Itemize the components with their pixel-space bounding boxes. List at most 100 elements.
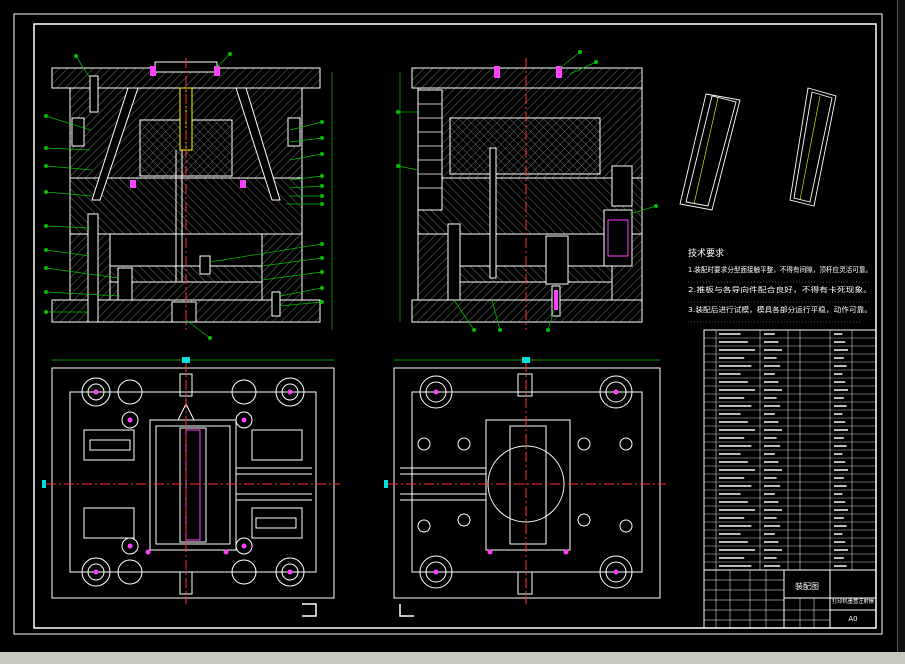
bom-cell-text-mark xyxy=(834,493,843,495)
bom-cell-text-mark xyxy=(764,373,775,375)
bom-cell-text-mark xyxy=(834,413,843,415)
bom-cell-text-mark xyxy=(764,381,779,383)
bom-cell-text-mark xyxy=(764,493,775,495)
bom-cell-text-mark xyxy=(719,477,745,479)
bom-cell-text-mark xyxy=(764,485,781,487)
fixed-half-plan-view xyxy=(384,357,666,617)
bom-cell-text-mark xyxy=(764,333,775,335)
bom-cell-text-mark xyxy=(764,557,777,559)
bom-cell-text-mark xyxy=(719,453,741,455)
bom-cell-text-mark xyxy=(764,461,779,463)
bom-cell-text-mark xyxy=(764,429,782,431)
part-isometric-views xyxy=(679,87,837,211)
bom-cell-text-mark xyxy=(719,357,745,359)
bom-cell-text-mark xyxy=(719,541,748,543)
title-block-drawing-title: 打印机墨盒注射模 xyxy=(832,597,874,605)
bom-cell-text-mark xyxy=(764,437,777,439)
bom-cell-text-mark xyxy=(719,461,748,463)
bom-cell-text-mark xyxy=(719,509,755,511)
bom-cell-text-mark xyxy=(764,405,781,407)
bom-cell-text-mark xyxy=(719,469,755,471)
bom-cell-text-mark xyxy=(719,341,748,343)
bom-cell-text-mark xyxy=(719,485,752,487)
bom-cell-text-mark xyxy=(834,485,847,487)
bom-cell-text-mark xyxy=(834,461,846,463)
bom-cell-text-mark xyxy=(834,373,843,375)
bom-cell-text-mark xyxy=(834,469,848,471)
bom-cell-text-mark xyxy=(764,469,782,471)
bom-cell-text-mark xyxy=(834,533,843,535)
bom-cell-text-mark xyxy=(764,365,781,367)
bom-cell-text-mark xyxy=(834,477,844,479)
front-section-view xyxy=(44,52,333,340)
sheet-inner-border xyxy=(33,23,877,629)
bom-cell-text-mark xyxy=(834,453,843,455)
bom-cell-text-mark xyxy=(764,453,775,455)
bom-cell-text-mark xyxy=(764,389,782,391)
tech-note-2: 2.推板与各导向件配合良好，不得有卡死现象。 xyxy=(688,285,872,294)
bom-cell-text-mark xyxy=(764,501,779,503)
bom-cell-text-mark xyxy=(834,365,847,367)
bom-cell-text-mark xyxy=(834,549,848,551)
bom-cell-text-mark xyxy=(719,557,745,559)
bom-cell-text-mark xyxy=(834,341,846,343)
bom-cell-text-mark xyxy=(764,421,779,423)
mold-assembly-drawing: 技术要求 1.装配时要求分型面接触平整，不得有间隙，顶杆应灵活可靠。 2.推板与… xyxy=(13,13,883,635)
bom-cell-text-mark xyxy=(719,437,745,439)
bom-cell-text-mark xyxy=(834,397,844,399)
sheet-outer-border xyxy=(13,13,883,635)
bom-cell-text-mark xyxy=(764,525,781,527)
bill-of-materials-table xyxy=(703,329,877,571)
bom-cell-text-mark xyxy=(764,565,781,567)
bom-cell-text-mark xyxy=(834,541,846,543)
bom-cell-text-mark xyxy=(834,405,847,407)
bom-cell-text-mark xyxy=(834,557,844,559)
bom-cell-text-mark xyxy=(719,533,741,535)
bom-cell-text-mark xyxy=(834,357,844,359)
tech-note-1: 1.装配时要求分型面接触平整，不得有间隙，顶杆应灵活可靠。 xyxy=(688,265,872,274)
bom-cell-text-mark xyxy=(764,397,777,399)
bom-cell-text-mark xyxy=(764,413,775,415)
bom-cell-text-mark xyxy=(719,493,741,495)
bom-cell-text-mark xyxy=(719,565,752,567)
technical-requirements: 技术要求 1.装配时要求分型面接触平整，不得有间隙，顶杆应灵活可靠。 2.推板与… xyxy=(688,247,872,323)
bom-cell-text-mark xyxy=(834,381,846,383)
bom-cell-text-mark xyxy=(834,445,847,447)
bom-cell-text-mark xyxy=(834,501,846,503)
title-block: 装配图 打印机墨盒注射模 A0 xyxy=(703,569,877,629)
bom-cell-text-mark xyxy=(834,509,848,511)
bom-cell-text-mark xyxy=(764,541,779,543)
bom-cell-text-mark xyxy=(834,525,847,527)
status-bar xyxy=(0,652,905,664)
bom-cell-text-mark xyxy=(764,349,782,351)
bom-cell-text-mark xyxy=(834,429,848,431)
bom-cell-text-mark xyxy=(719,517,745,519)
bom-cell-text-mark xyxy=(764,341,779,343)
bom-cell-text-mark xyxy=(719,373,741,375)
bom-cell-text-mark xyxy=(764,509,782,511)
bom-cell-text-mark xyxy=(834,437,844,439)
tech-notes-title: 技术要求 xyxy=(688,247,724,259)
bom-cell-text-mark xyxy=(834,565,847,567)
bom-cell-text-mark xyxy=(834,349,848,351)
bom-cell-text-mark xyxy=(719,333,741,335)
title-block-name: 装配图 xyxy=(795,581,819,591)
bom-cell-text-mark xyxy=(719,413,741,415)
bom-cell-text-mark xyxy=(834,421,846,423)
bom-cell-text-mark xyxy=(719,501,748,503)
tech-note-3: 3.装配后进行试模，模具各部分运行平稳，动作可靠。 xyxy=(688,305,872,314)
bom-cell-text-mark xyxy=(764,517,777,519)
side-section-view xyxy=(396,50,658,332)
bom-cell-text-mark xyxy=(719,397,745,399)
title-block-sheet-size: A0 xyxy=(848,615,857,623)
vertical-scrollbar[interactable] xyxy=(897,0,905,652)
bom-cell-text-mark xyxy=(719,349,755,351)
bom-cell-text-mark xyxy=(764,357,777,359)
bom-cell-text-mark xyxy=(764,477,777,479)
bom-cell-text-mark xyxy=(719,525,752,527)
bom-cell-text-mark xyxy=(764,445,781,447)
bom-cell-text-mark xyxy=(834,517,844,519)
bom-cell-text-mark xyxy=(719,421,748,423)
bom-cell-text-mark xyxy=(719,445,752,447)
